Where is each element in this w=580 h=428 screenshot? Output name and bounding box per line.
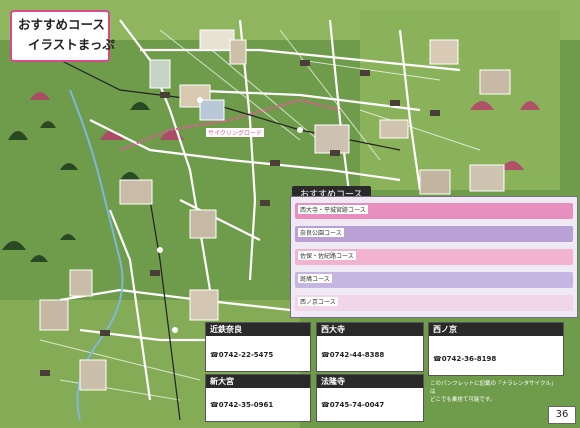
map-title-line1: おすすめコース <box>18 17 105 32</box>
route-label-1: 西大寺・平城宮跡コース <box>298 205 368 214</box>
info-card-tel: ☎0742-35-0961 <box>210 401 274 409</box>
info-card-title: 西大寺 <box>317 323 423 336</box>
route-row-5: 西ノ京コース <box>295 295 573 311</box>
footer-note-line1: このパンフレットに記載の「ナラレンタサイクル」は <box>430 381 557 395</box>
photo-thumbnails <box>39 29 511 391</box>
map-title-line2: イラストまっぷ <box>28 37 115 52</box>
route-panel: 西大寺・平城宮跡コース 奈良公園コース 佐保・佐紀路コース 斑鳩コース 西ノ京コ… <box>290 196 578 318</box>
info-card-shin-omiya: 新大宮 ☎0742-35-0961 <box>205 374 311 422</box>
cycling-road <box>119 98 341 151</box>
temple-icons <box>40 60 440 376</box>
route-row-3: 佐保・佐紀路コース <box>295 249 573 265</box>
station-markers <box>157 97 303 333</box>
info-card-tel: ☎0745-74-0047 <box>321 401 385 409</box>
info-card-tel: ☎0742-44-8388 <box>321 351 385 359</box>
cycling-road-label: サイクリングロード <box>206 128 264 137</box>
route-row-4: 斑鳩コース <box>295 272 573 288</box>
info-card-tel: ☎0742-36-8198 <box>433 355 497 363</box>
mountains-left <box>2 102 150 262</box>
info-card-saidaiji: 西大寺 ☎0742-44-8388 <box>316 322 424 372</box>
route-row-1: 西大寺・平城宮跡コース <box>295 203 573 219</box>
route-label-5: 西ノ京コース <box>298 297 338 306</box>
route-row-2: 奈良公園コース <box>295 226 573 242</box>
info-card-title: 近鉄奈良 <box>206 323 310 336</box>
info-card-tel: ☎0742-22-5475 <box>210 351 274 359</box>
info-card-kintetsu-nara: 近鉄奈良 ☎0742-22-5475 <box>205 322 311 372</box>
info-card-horyuji: 法隆寺 ☎0745-74-0047 <box>316 374 424 422</box>
info-card-title: 新大宮 <box>206 375 310 388</box>
route-label-2: 奈良公園コース <box>298 228 344 237</box>
info-card-nishinokyo: 西ノ京 ☎0742-36-8198 <box>428 322 564 376</box>
map-title-box: おすすめコース イラストまっぷ <box>10 10 115 62</box>
route-label-4: 斑鳩コース <box>298 274 332 283</box>
route-label-3: 佐保・佐紀路コース <box>298 251 356 260</box>
info-card-title: 法隆寺 <box>317 375 423 388</box>
footer-note-line2: どこでも乗捨て可能です。 <box>430 397 496 403</box>
footer-note: このパンフレットに記載の「ナラレンタサイクル」は どこでも乗捨て可能です。 <box>430 380 560 404</box>
page-number: 36 <box>548 406 576 424</box>
info-card-title: 西ノ京 <box>429 323 563 336</box>
